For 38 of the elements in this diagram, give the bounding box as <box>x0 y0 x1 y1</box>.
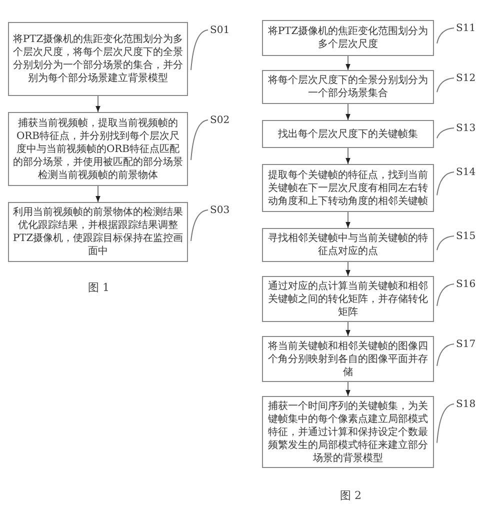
step-number: S14 <box>456 167 476 178</box>
step-number: S17 <box>456 339 476 350</box>
arrow <box>346 382 350 396</box>
step-text: 将PTZ摄像机的焦距变化范围划分为多个层次尺度，将每个层次尺度下的全景分别划分为一个部分场景的集合，并分别为每个部分场景建立背景模型 <box>12 33 184 85</box>
figure-caption: 图 2 <box>340 488 362 503</box>
arrow <box>346 148 350 164</box>
step-number: S02 <box>210 115 230 126</box>
arrow <box>346 56 350 70</box>
step-text: 捕获一个时间序列的关键帧集，为关键帧集中的每个像素点建立局部模式特征，并通过计算和保持设定个数最频繁发生的局部模式特征来建立部分场景的背景模型 <box>267 400 429 464</box>
step-text: 将每个层次尺度下的全景分别划分为一个部分场景集合 <box>267 74 429 100</box>
step-number: S12 <box>456 73 476 84</box>
step-number: S18 <box>456 399 476 410</box>
process-box <box>262 228 434 262</box>
step-text: 捕获当前视频帧，提取当前视频帧的ORB特征点，并分别找到每个层次尺度中与当前视频帧的ORB特征点匹配的部分场景，并使用被匹配的部分场景检测当前视频帧的前景物体 <box>12 116 184 182</box>
step-text: 将当前关键帧和相邻关键帧的图像四个角分别映射到各自的图像平面并存储 <box>267 340 429 378</box>
step-number: S16 <box>456 279 476 290</box>
step-text: 将PTZ摄像机的焦距变化范围划分为多个层次尺度 <box>266 25 430 51</box>
step-number: S03 <box>210 205 230 216</box>
step-text: 通过对应的点计算当前关键帧和相邻关键帧之间的转化矩阵，并存储转化矩阵 <box>267 280 429 318</box>
process-box <box>262 20 434 56</box>
step-number: S11 <box>456 23 476 34</box>
arrow <box>346 104 350 120</box>
step-text: 寻找相邻关键帧中与当前关键帧的特征点对应的点 <box>267 232 429 258</box>
arrow <box>346 322 350 336</box>
arrow <box>346 262 350 276</box>
step-number: S15 <box>456 231 476 242</box>
process-box <box>262 70 434 104</box>
arrow <box>96 186 100 202</box>
arrow <box>346 212 350 228</box>
step-text: 找出每个层次尺度下的关键帧集 <box>278 128 418 140</box>
figure-caption: 图 1 <box>88 280 110 295</box>
process-box <box>8 22 188 96</box>
arrow <box>96 96 100 112</box>
process-box <box>262 120 434 148</box>
step-number: S13 <box>456 123 476 134</box>
step-text: 提取每个关键帧的特征点，找到当前关键帧在下一层次尺度有相同左右转动角度和上下转动角度的相邻关键帧 <box>267 168 429 208</box>
step-number: S01 <box>210 25 230 36</box>
step-text: 利用当前视频帧的前景物体的检测结果优化跟踪结果，并根据跟踪结果调整PTZ摄像机，使跟踪目标保持在监控画面中 <box>12 206 184 258</box>
